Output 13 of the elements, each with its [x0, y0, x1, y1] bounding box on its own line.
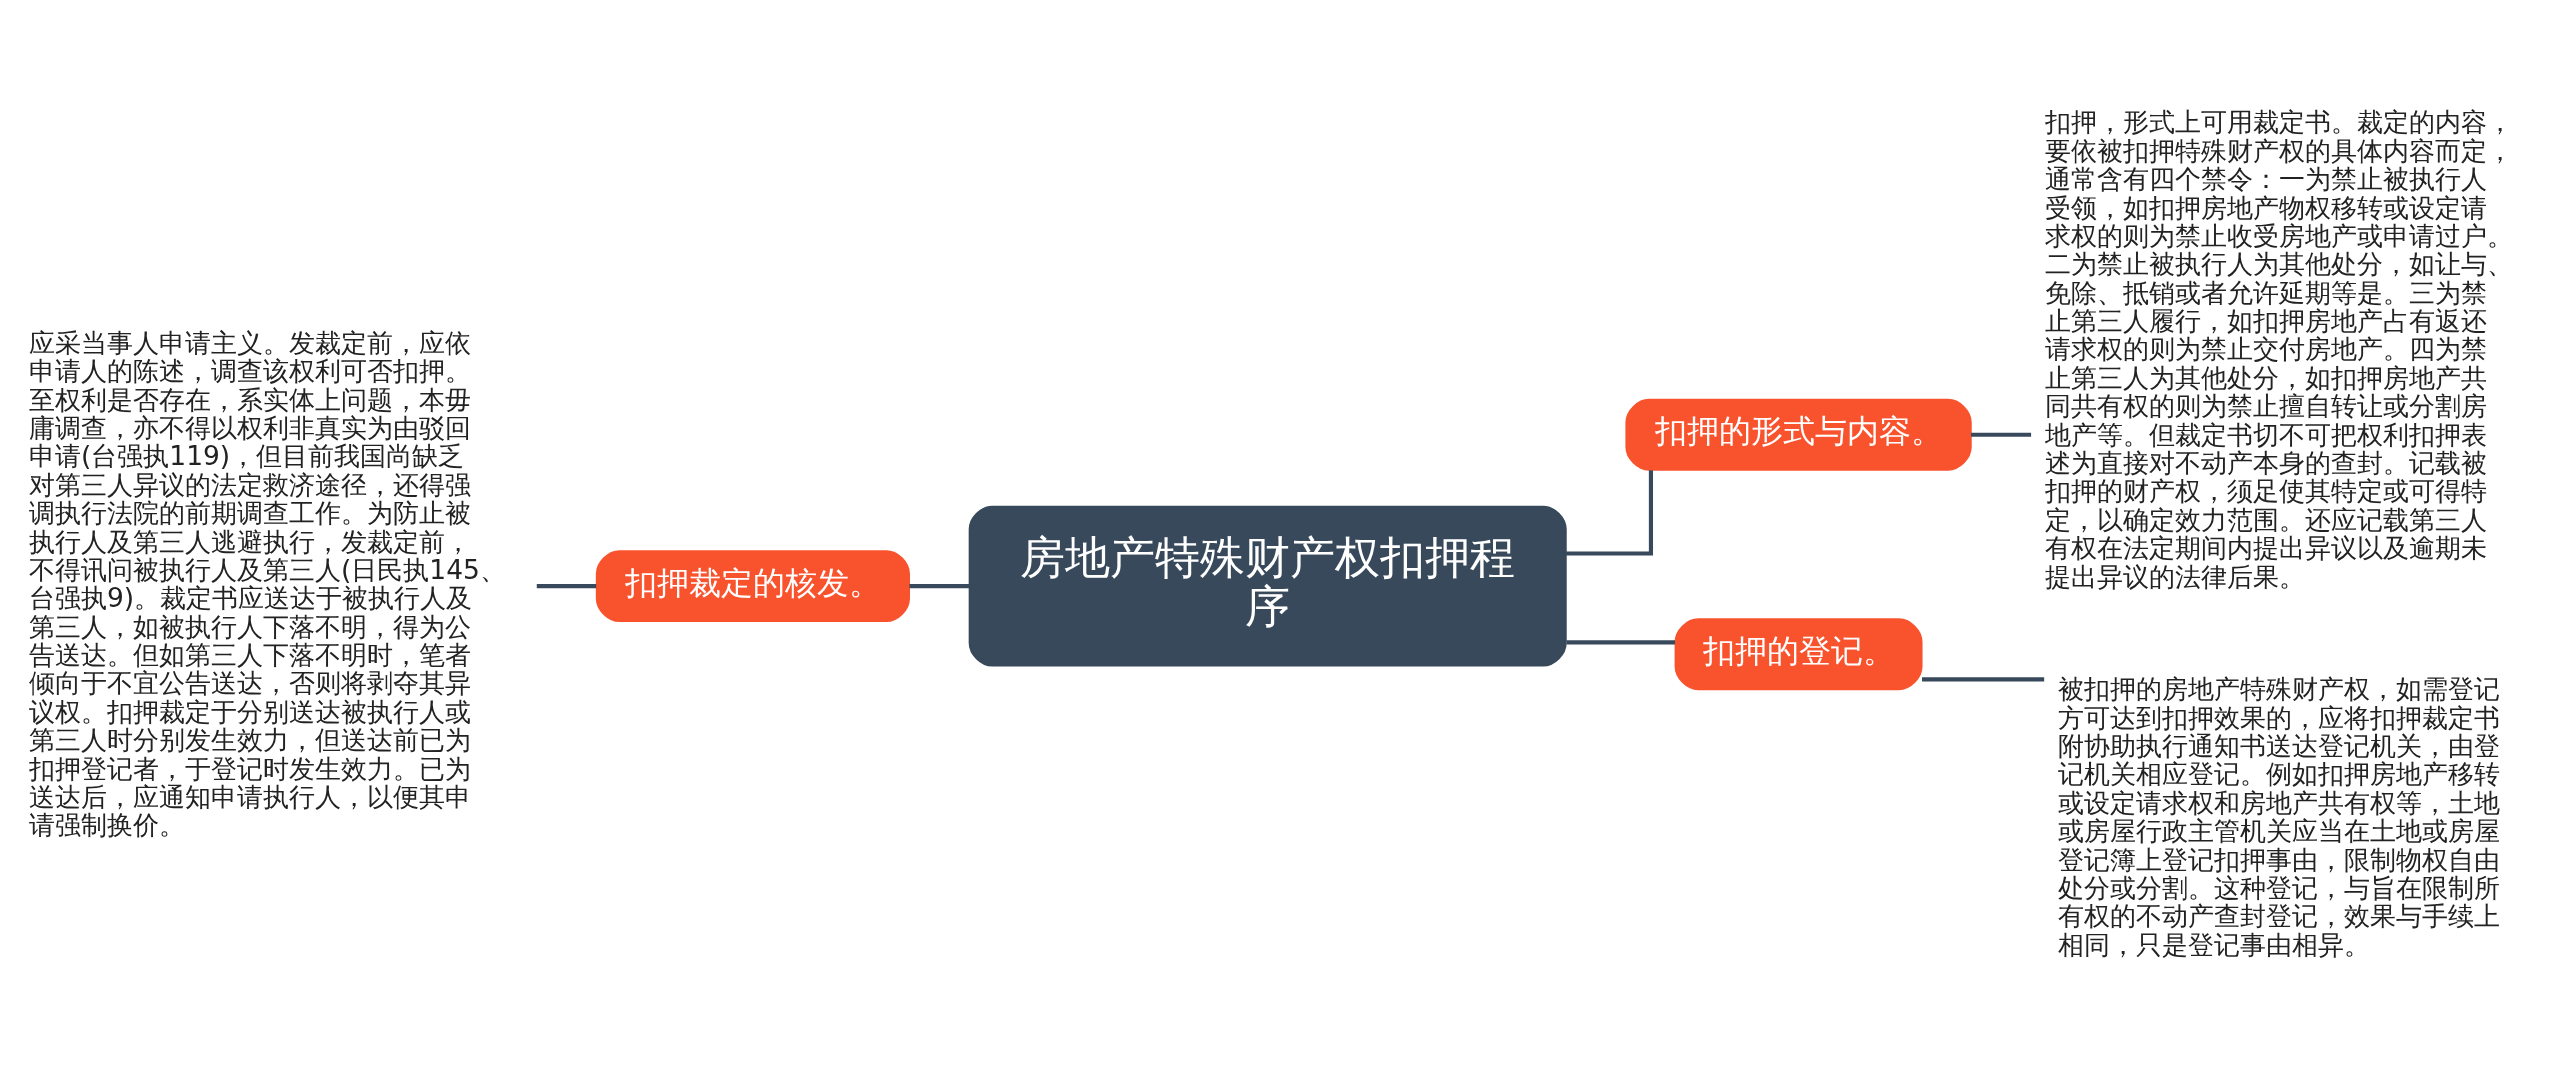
node-text: 扣押，形式上可用裁定书。裁定的内容，要依被扣押特殊财产权的具体内容而定，通常含有四个禁令：一为禁止被执行人受领，如扣押房地产物权移转或设定请求权的则为禁止收受房地产或申请过户。二为禁止被执行人为其他处分，如让与、免除、抵销或者允许延期等是。三为禁止第三人履行，如扣押房地产占有返还请求权的则为禁止交付房地产。四为禁止第三人为其他处分，如扣押房地产共同共有权的则为禁止擅自转让或分割房地产等。但裁定书切不可把权利扣押表述为直接对不动产本身的查封。记载被扣押的财产权，须足使其特定或可得特定，以确定效力范围。还应记载第三人有权在法定期间内提出异议以及逾期未提出异议的法律后果。 [2044, 106, 2513, 592]
connector [909, 584, 970, 589]
connector [1971, 432, 2032, 437]
node-text: 被扣押的房地产特殊财产权，如需登记方可达到扣押效果的，应将扣押裁定书附协助执行通知书送达登记机关，由登记机关相应登记。例如扣押房地产移转或设定请求权和房地产共有权等，土地或房屋行政主管机关应当在土地或房屋登记簿上登记扣押事由，限制物权自由处分或分割。这种登记，与旨在限制所有权的不动产查封登记，效果与手续上相同，只是登记事由相异。 [2057, 673, 2500, 960]
node-box: 扣押的登记。 [1674, 618, 1923, 691]
node-box: 扣押裁定的核发。 [595, 550, 910, 623]
connector [1565, 470, 1654, 556]
connector [1566, 640, 1676, 645]
node-text: 应采当事人申请主义。发裁定前，应依申请人的陈述，调查该权利可否扣押。至权利是否存在，系实体上问题，本毋庸调查，亦不得以权利非真实为由驳回申请(台强执119)，但目前我国尚缺乏对第三人异议的法定救济途径，还得强调执行法院的前期调查工作。为防止被执行人及第三人逃避执行，发裁定前，不得讯问被执行人及第三人(日民执145、台强执9)。裁定书应送达于被执行人及第三人，如被执行人下落不明，得为公告送达。但如第三人下落不明时，笔者倾向于不宜公告送达，否则将剥夺其异议权。扣押裁定于分别送达被执行人或第三人时分别发生效力，但送达前已为扣押登记者，于登记时发生效力。已为送达后，应通知申请执行人，以便其申请强制换价。 [29, 326, 506, 841]
connector [536, 584, 597, 589]
node-box: 扣押的形式与内容。 [1625, 398, 1972, 471]
connector [1922, 677, 2045, 682]
node-box: 房地产特殊财产权扣押程序 [968, 505, 1567, 667]
